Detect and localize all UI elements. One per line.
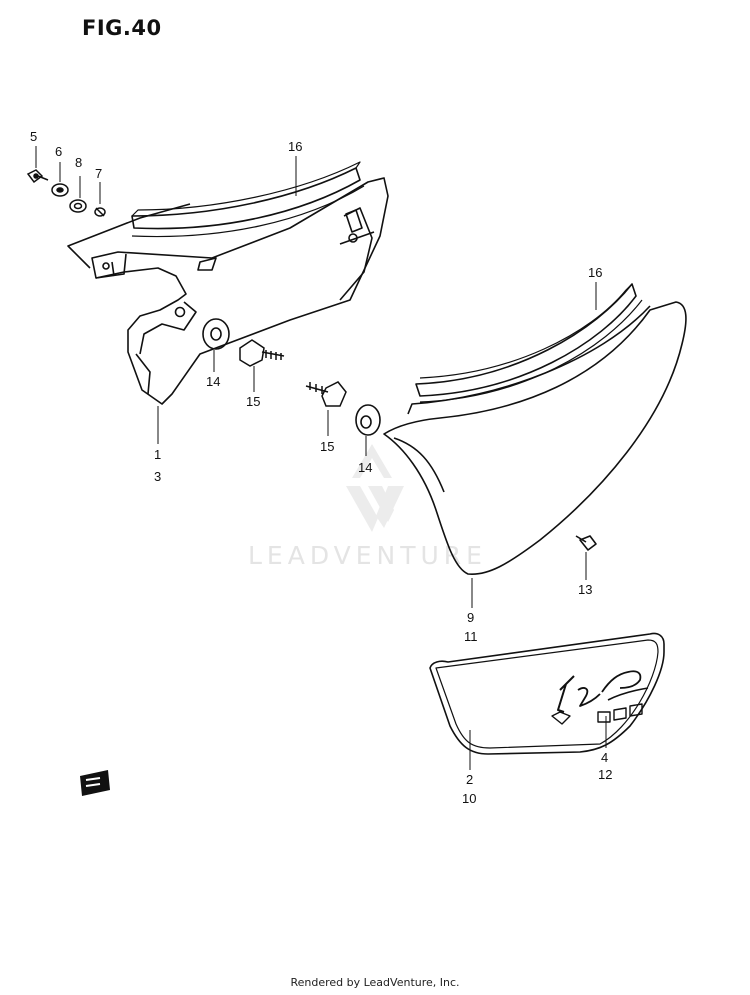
callout-9: 9 xyxy=(467,610,474,625)
right-side-cover xyxy=(383,283,687,575)
watermark: LEADVENTURE xyxy=(248,444,487,570)
callout-15-right: 15 xyxy=(320,439,334,454)
orientation-mark xyxy=(80,770,110,796)
side-cover-emblem xyxy=(429,632,665,755)
callout-16-left: 16 xyxy=(288,139,302,154)
bolt-5 xyxy=(26,169,49,184)
callout-5: 5 xyxy=(30,129,37,144)
washer-6 xyxy=(51,183,69,197)
callout-labels: 5 6 8 7 16 16 14 15 1 3 15 14 9 11 13 4 … xyxy=(30,129,612,806)
watermark-text: LEADVENTURE xyxy=(248,541,487,570)
callout-10: 10 xyxy=(462,791,476,806)
callout-14-right: 14 xyxy=(358,460,372,475)
callout-14-left: 14 xyxy=(206,374,220,389)
washer-8 xyxy=(69,199,87,213)
leader-lines xyxy=(35,146,607,770)
callout-2: 2 xyxy=(466,772,473,787)
figure-title: FIG.40 xyxy=(82,16,162,40)
callout-12: 12 xyxy=(598,767,612,782)
callout-11: 11 xyxy=(464,629,478,644)
grommet-14-left xyxy=(202,318,230,350)
callout-8: 8 xyxy=(75,155,82,170)
callout-1: 1 xyxy=(154,447,161,462)
watermark-logo xyxy=(346,444,404,532)
callout-15-left: 15 xyxy=(246,394,260,409)
callout-3: 3 xyxy=(154,469,161,484)
callout-4: 4 xyxy=(601,750,608,765)
spacer-7 xyxy=(94,207,106,217)
callout-13: 13 xyxy=(578,582,592,597)
callout-7: 7 xyxy=(95,166,102,181)
screw-15-right xyxy=(305,381,347,407)
callout-6: 6 xyxy=(55,144,62,159)
left-side-cover xyxy=(67,161,389,405)
grommet-14-right xyxy=(355,404,381,436)
render-credit-footer: Rendered by LeadVenture, Inc. xyxy=(290,976,460,989)
callout-16-right: 16 xyxy=(588,265,602,280)
screw-15-left xyxy=(239,339,285,367)
